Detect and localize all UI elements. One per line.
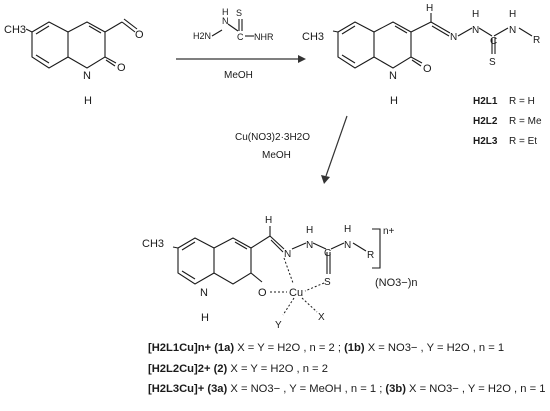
imine-nitrogen: N [450,32,457,43]
ligand-3-r: R = Et [509,136,537,147]
caption-line-3: [H2L3Cu]+ (3a) X = NO3− , Y = MeOH , n =… [148,379,548,400]
ligand-y: Y [275,320,282,331]
starting-aldehyde: CH3 O O N H [4,18,144,107]
hydrazide-hydrogen: H [472,9,479,20]
thioamide-nitrogen: N [509,25,516,36]
aldehyde-oxygen: O [135,29,144,41]
ligand-1-name: H2L1 [473,96,498,107]
methyl-label: CH3 [4,24,26,36]
ring-nitrogen: N [83,70,91,82]
caption-3-text: X = NO3− , Y = MeOH , n = 1 ; [227,383,386,395]
caption-line-2: [H2L2Cu]2+ (2) X = Y = H2O , n = 2 [148,359,548,380]
complex-thioamide-nitrogen: N [344,240,351,251]
caption-line-1: [H2L1Cu]n+ (1a) X = Y = H2O , n = 2 ; (1… [148,338,548,359]
copper-center: Cu [289,287,303,299]
caption-1-text: X = Y = H2O , n = 2 ; [234,342,345,354]
complex-nh-hydrogen: H [201,312,209,324]
ligand-sulfur: S [489,57,496,68]
complex-thiocarbonyl-carbon: C [324,248,331,259]
complex-charge: n+ [383,226,395,237]
reagent-sulfur: S [236,8,242,18]
caption-2-text: X = Y = H2O , n = 2 [227,362,328,375]
caption-3-label: [H2L3Cu]+ (3a) [148,383,228,395]
copper-salt-label: Cu(NO3)2·3H2O [235,132,310,143]
ligand-2-r: R = Me [509,116,542,127]
caption-1-text-b: X = NO3− , Y = H2O , n = 1 [364,342,505,354]
ligand-1-r: R = H [509,96,535,107]
hydrazine-hydrogen: H [222,7,229,17]
complex-ring-oxygen: O [258,287,267,299]
solvent-label-2: MeOH [262,150,291,161]
complex-r-group: R [367,250,374,261]
complex-sulfur: S [324,277,331,288]
ring-oxygen: O [117,62,126,74]
imine-hydrogen: H [426,3,433,14]
caption-3-text-b: X = NO3− , Y = H2O , n = 1 [405,383,546,395]
caption-1-label: [H2L1Cu]n+ (1a) [148,342,235,354]
counterion-label: (NO3−)n [375,277,418,289]
thioamide-hydrogen: H [509,9,516,20]
complex-hydrazide-hydrogen: H [306,225,313,236]
complex-imine-hydrogen: H [265,215,272,226]
thiosemicarbazide-reagent: H2N N H C S NHR [193,7,274,42]
ligand-r-group: R [533,35,540,46]
ligand-x: X [318,312,325,323]
ligand-ring-nitrogen: N [389,70,397,82]
ligand-nh-hydrogen: H [390,95,398,107]
complex-imine-nitrogen: N [284,249,291,260]
hydrazine-amine: H2N [193,31,211,41]
thiocarbonyl-carbon: C [237,32,244,42]
caption-3-label-b: (3b) [385,383,406,395]
ligand-legend: H2L1 R = H H2L2 R = Me H2L3 R = Et [473,96,542,147]
solvent-label-1: MeOH [224,70,253,81]
complex-methyl: CH3 [142,238,164,250]
hydrazide-nitrogen: N [472,25,479,36]
complex-captions: [H2L1Cu]n+ (1a) X = Y = H2O , n = 2 ; (1… [148,338,548,400]
ligand-methyl: CH3 [302,31,324,43]
caption-2-label: [H2L2Cu]2+ (2) [148,362,228,375]
ligand-2-name: H2L2 [473,116,498,127]
ligand-3-name: H2L3 [473,136,498,147]
caption-1-label-b: (1b) [344,342,365,354]
complex-thioamide-hydrogen: H [344,224,351,235]
ligand-product: CH3 H N N H C S N H R O N H [302,3,540,107]
ligand-thiocarbonyl-carbon: C [490,36,497,47]
reaction-arrow-2: Cu(NO3)2·3H2O MeOH [235,115,348,184]
complex-ring-nitrogen: N [200,287,208,299]
reagent-nhr: NHR [254,32,274,42]
hydrazine-nitrogen: N [222,16,229,26]
copper-complex: CH3 H N N H C S N H R O Cu N H Y X n+ (N… [142,215,418,331]
reaction-arrow-1: MeOH [176,55,306,81]
complex-hydrazide-nitrogen: N [306,240,313,251]
ligand-ring-oxygen: O [423,63,432,75]
ring-nh-hydrogen: H [84,95,92,107]
